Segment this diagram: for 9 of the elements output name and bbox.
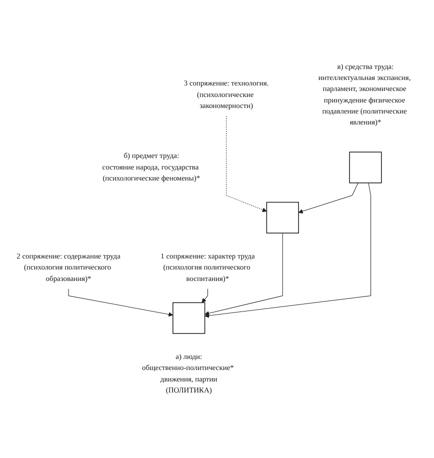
arrow: [204, 232, 283, 316]
arrow: [68, 288, 174, 317]
empty-box: [172, 302, 206, 334]
empty-box: [349, 152, 382, 184]
arrow: [202, 288, 208, 304]
arrow: [204, 182, 372, 318]
empty-box: [266, 202, 299, 234]
arrow: [226, 116, 267, 212]
arrow: [298, 182, 358, 214]
